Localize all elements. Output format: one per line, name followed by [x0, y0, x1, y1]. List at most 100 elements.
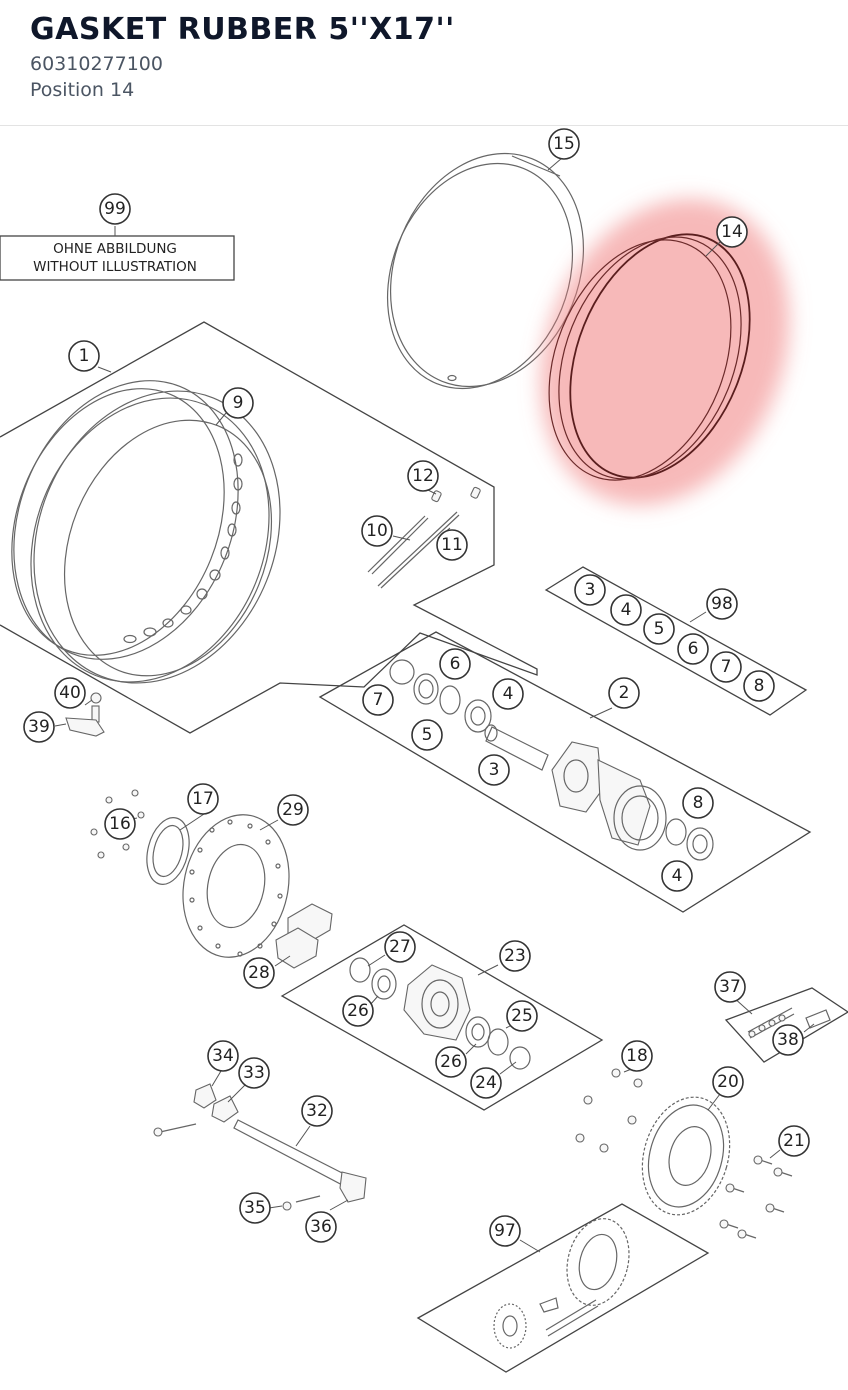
callout-17[interactable]: 17 — [187, 783, 219, 815]
callout-label: 11 — [441, 535, 463, 555]
callout-hub-3[interactable]: 3 — [478, 754, 510, 786]
part-29-brake-disc[interactable] — [170, 805, 302, 967]
callout-label: 12 — [412, 466, 434, 486]
callout-35[interactable]: 35 — [239, 1192, 271, 1224]
part-24-27-bearings-seals[interactable] — [349, 957, 531, 1070]
callout-label: 39 — [28, 717, 50, 737]
part-28-cush-drive-dampers[interactable] — [275, 903, 333, 969]
callout-97[interactable]: 97 — [489, 1215, 521, 1247]
callout-label: 4 — [621, 600, 632, 620]
callout-37[interactable]: 37 — [714, 971, 746, 1003]
part-14-gasket-highlighted[interactable] — [496, 161, 833, 542]
callout-15[interactable]: 15 — [548, 128, 580, 160]
callout-hub-4b[interactable]: 4 — [661, 860, 693, 892]
part-title: GASKET RUBBER 5''X17'' — [30, 12, 455, 47]
part-16-bolts[interactable] — [90, 789, 145, 859]
callout-kit-6[interactable]: 6 — [677, 633, 709, 665]
part-9-rim[interactable] — [0, 347, 323, 721]
part-21-sprocket-bolts[interactable] — [719, 1155, 793, 1239]
callout-label: 21 — [783, 1131, 805, 1151]
callout-label: 24 — [475, 1073, 497, 1093]
note-line-de: OHNE ABBILDUNG — [53, 241, 177, 257]
callout-label: 18 — [626, 1046, 648, 1066]
callout-label: 29 — [282, 800, 304, 820]
callout-29[interactable]: 29 — [277, 794, 309, 826]
callout-kit-5[interactable]: 5 — [643, 613, 675, 645]
callout-hub-8[interactable]: 8 — [682, 787, 714, 819]
callout-32[interactable]: 32 — [301, 1095, 333, 1127]
callout-25[interactable]: 25 — [506, 1000, 538, 1032]
part-32-axle[interactable] — [233, 1119, 367, 1203]
part-33-chain-adjuster[interactable] — [211, 1095, 239, 1123]
callout-14[interactable]: 14 — [716, 216, 748, 248]
callout-kit-4[interactable]: 4 — [610, 594, 642, 626]
part-axle-bolt[interactable] — [153, 1123, 197, 1137]
group-outline-sprocket-carrier — [280, 924, 604, 1111]
callout-hub-7[interactable]: 7 — [362, 684, 394, 716]
callout-27[interactable]: 27 — [384, 931, 416, 963]
callout-26a[interactable]: 26 — [342, 995, 374, 1027]
callout-28[interactable]: 28 — [243, 957, 275, 989]
hub-spacer-tube[interactable] — [484, 724, 549, 771]
callout-label: 20 — [717, 1072, 739, 1092]
callout-26b[interactable]: 26 — [435, 1046, 467, 1078]
group-outline-kit-98 — [544, 566, 808, 716]
part-17-disc-carrier[interactable] — [140, 813, 195, 889]
callout-label: 26 — [347, 1001, 369, 1021]
callout-2[interactable]: 2 — [608, 677, 640, 709]
callout-kit-7[interactable]: 7 — [710, 651, 742, 683]
callout-label: 32 — [306, 1101, 328, 1121]
callout-label: 97 — [494, 1221, 516, 1241]
callout-label: 17 — [192, 789, 214, 809]
callout-10[interactable]: 10 — [361, 515, 393, 547]
part-97-chain-kit[interactable] — [493, 1212, 638, 1349]
callout-24[interactable]: 24 — [470, 1067, 502, 1099]
part-39-40-valve[interactable] — [65, 692, 105, 737]
callout-34[interactable]: 34 — [207, 1040, 239, 1072]
callout-label: 34 — [212, 1046, 234, 1066]
part-35-36-adjuster-bolt[interactable] — [282, 1195, 321, 1211]
callout-18[interactable]: 18 — [621, 1040, 653, 1072]
part-18-nuts[interactable] — [575, 1068, 643, 1153]
callout-99[interactable]: 99 — [99, 193, 131, 225]
callout-label: 5 — [654, 619, 665, 639]
part-10-11-spokes[interactable] — [367, 511, 460, 589]
callout-hub-6[interactable]: 6 — [439, 648, 471, 680]
callout-33[interactable]: 33 — [238, 1057, 270, 1089]
part-12-nipples[interactable] — [431, 486, 481, 503]
callout-label: 23 — [504, 946, 526, 966]
callout-23[interactable]: 23 — [499, 940, 531, 972]
callout-39[interactable]: 39 — [23, 711, 55, 743]
callout-21[interactable]: 21 — [778, 1125, 810, 1157]
callout-9[interactable]: 9 — [222, 387, 254, 419]
callout-label: 4 — [503, 684, 514, 704]
callout-12[interactable]: 12 — [407, 460, 439, 492]
rim-spoke-holes — [123, 453, 243, 644]
part-38-chain-lock[interactable] — [805, 1009, 831, 1029]
callout-label: 8 — [754, 676, 765, 696]
part-37-chain-link[interactable] — [747, 1007, 795, 1039]
callout-38[interactable]: 38 — [772, 1024, 804, 1056]
callout-40[interactable]: 40 — [54, 677, 86, 709]
callout-1[interactable]: 1 — [68, 340, 100, 372]
part-23-sprocket-carrier[interactable] — [403, 964, 471, 1041]
callout-16[interactable]: 16 — [104, 808, 136, 840]
callout-98[interactable]: 98 — [706, 588, 738, 620]
callout-label: 16 — [109, 814, 131, 834]
callout-label: 36 — [310, 1217, 332, 1237]
part-34-nut[interactable] — [193, 1083, 217, 1109]
callout-11[interactable]: 11 — [436, 529, 468, 561]
note-line-en: WITHOUT ILLUSTRATION — [33, 259, 197, 275]
callout-hub-4a[interactable]: 4 — [492, 678, 524, 710]
callout-label: 27 — [389, 937, 411, 957]
callout-kit-8[interactable]: 8 — [743, 670, 775, 702]
callout-hub-5[interactable]: 5 — [411, 719, 443, 751]
callout-36[interactable]: 36 — [305, 1211, 337, 1243]
callout-label: 3 — [585, 580, 596, 600]
part-2-hub[interactable] — [551, 741, 667, 851]
callout-20[interactable]: 20 — [712, 1066, 744, 1098]
callout-kit-3[interactable]: 3 — [574, 574, 606, 606]
part-20-rear-sprocket[interactable] — [629, 1087, 743, 1226]
hub-bearings[interactable] — [389, 659, 714, 861]
callout-label: 6 — [450, 654, 461, 674]
